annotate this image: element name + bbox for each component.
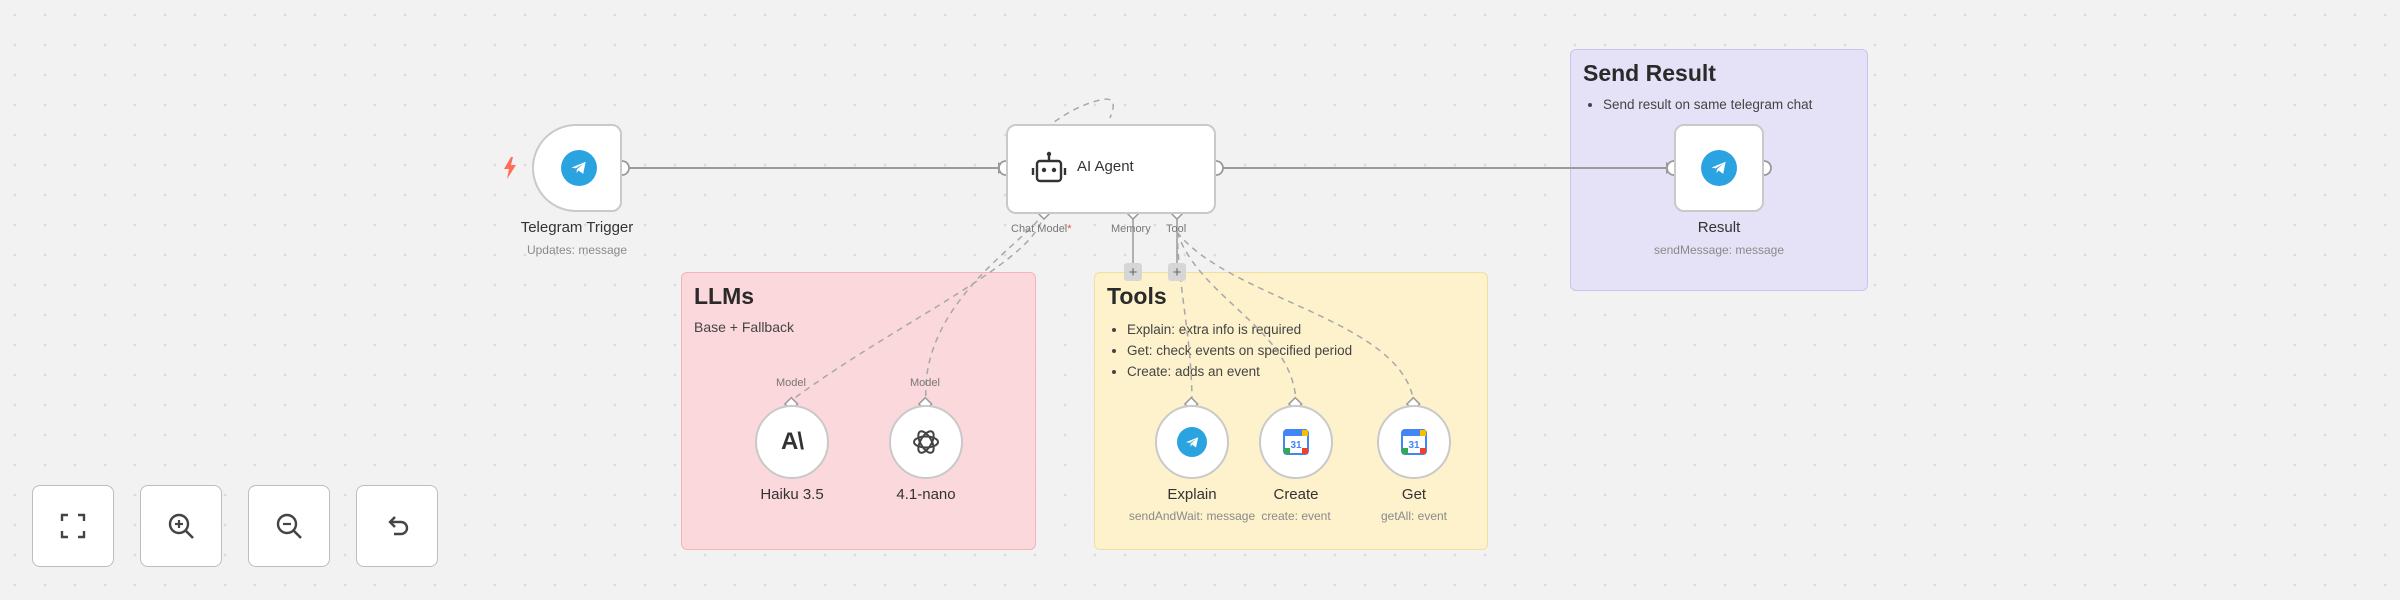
port-label-model: Model xyxy=(776,377,806,389)
tool-node-explain[interactable] xyxy=(1155,405,1229,479)
zoom-out-icon xyxy=(276,513,302,539)
telegram-trigger-node[interactable] xyxy=(532,124,622,212)
anthropic-icon: A\ xyxy=(781,428,804,455)
sticky-title: LLMs xyxy=(694,283,755,309)
connection-chat-model-haiku xyxy=(791,211,1045,401)
ai-agent-node[interactable] xyxy=(1006,124,1216,214)
sticky-subtitle: Base + Fallback xyxy=(694,319,794,335)
port-label-tool: Tool xyxy=(1166,223,1187,235)
connection-chat-model-nano xyxy=(925,211,1045,401)
node-subtitle: sendMessage: message xyxy=(1653,243,1785,257)
lightning-bolt-icon xyxy=(504,157,516,179)
google-calendar-icon: 31 xyxy=(1283,429,1309,455)
port-label-chat-model: Chat Model* xyxy=(1011,223,1072,235)
fit-view-button[interactable] xyxy=(32,485,114,567)
list-item: Get: check events on specified period xyxy=(1127,340,1352,361)
connection-loop xyxy=(1007,98,1114,169)
llm-node-haiku[interactable]: A\ xyxy=(755,405,829,479)
llm-node-nano[interactable] xyxy=(889,405,963,479)
svg-text:+: + xyxy=(1173,264,1182,281)
port-label-model: Model xyxy=(910,377,940,389)
reset-button[interactable] xyxy=(356,485,438,567)
sticky-title: Send Result xyxy=(1583,60,1716,86)
list-item: Explain: extra info is required xyxy=(1127,319,1352,340)
svg-text:31: 31 xyxy=(1290,440,1302,451)
zoom-out-button[interactable] xyxy=(248,485,330,567)
telegram-icon xyxy=(1701,150,1737,186)
port-label-memory: Memory xyxy=(1111,223,1151,235)
google-calendar-icon: 31 xyxy=(1401,429,1427,455)
expand-icon xyxy=(60,513,86,539)
list-item: Send result on same telegram chat xyxy=(1603,94,1812,115)
zoom-in-button[interactable] xyxy=(140,485,222,567)
node-title: Result xyxy=(1697,219,1741,236)
robot-icon xyxy=(1031,151,1067,183)
node-title: AI Agent xyxy=(1077,158,1134,175)
sticky-note-llms[interactable]: LLMs Base + Fallback xyxy=(681,272,1036,550)
node-title: Telegram Trigger xyxy=(520,219,634,236)
svg-text:+: + xyxy=(1129,264,1138,281)
sticky-title: Tools xyxy=(1107,283,1167,309)
node-title: Get xyxy=(1401,486,1427,503)
connection-tool-explain xyxy=(1176,231,1193,405)
tool-node-get[interactable]: 31 xyxy=(1377,405,1451,479)
tool-node-create[interactable]: 31 xyxy=(1259,405,1333,479)
add-memory-button xyxy=(1124,263,1142,281)
node-title: 4.1-nano xyxy=(896,486,956,503)
zoom-in-icon xyxy=(168,513,194,539)
connection-tool-get xyxy=(1176,231,1415,405)
node-title: Explain xyxy=(1167,486,1217,503)
node-subtitle: getAll: event xyxy=(1380,509,1448,523)
node-subtitle: sendAndWait: message xyxy=(1128,509,1256,523)
list-item: Create: adds an event xyxy=(1127,361,1352,382)
openai-icon xyxy=(913,430,939,454)
undo-icon xyxy=(388,516,409,536)
result-node[interactable] xyxy=(1674,124,1764,212)
telegram-icon xyxy=(561,150,597,186)
node-title: Create xyxy=(1273,486,1319,503)
connection-tool-create xyxy=(1176,231,1297,405)
svg-text:31: 31 xyxy=(1408,440,1420,451)
node-title: Haiku 3.5 xyxy=(760,486,824,503)
telegram-icon xyxy=(1177,427,1207,457)
add-tool-button xyxy=(1168,263,1186,281)
node-subtitle: Updates: message xyxy=(526,243,628,257)
node-subtitle: create: event xyxy=(1261,509,1331,523)
